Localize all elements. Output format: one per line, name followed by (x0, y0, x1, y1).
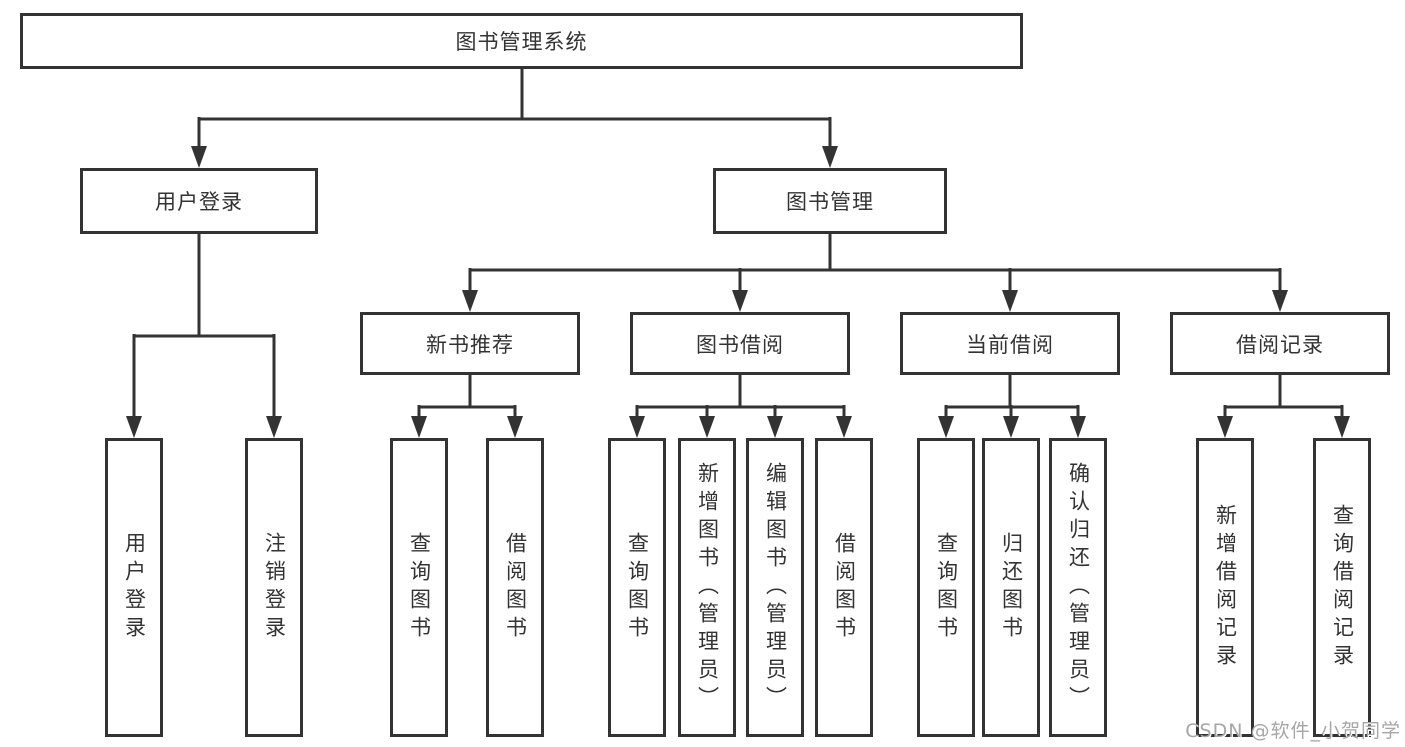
leaf-logout-label: 注销登录 (262, 531, 287, 644)
node-book-management: 图书管理 (713, 168, 947, 234)
leaf-query-books-current: 查询图书 (917, 438, 975, 737)
leaf-query-books-borrow-label: 查询图书 (625, 531, 650, 644)
node-borrowing-records-label: 借阅记录 (1236, 332, 1324, 357)
leaf-return-books: 归还图书 (982, 438, 1040, 737)
leaf-user-login-label: 用户登录 (122, 531, 147, 644)
leaf-query-borrow-record-label: 查询借阅记录 (1330, 503, 1355, 672)
leaf-logout: 注销登录 (245, 438, 303, 737)
leaf-edit-book-admin: 编辑图书（管理员） (746, 438, 804, 737)
leaf-user-login: 用户登录 (105, 438, 163, 737)
node-current-borrowing-label: 当前借阅 (966, 332, 1054, 357)
node-new-book-recommendation-label: 新书推荐 (426, 332, 514, 357)
leaf-edit-book-admin-label: 编辑图书（管理员） (763, 461, 788, 714)
node-book-management-label: 图书管理 (786, 190, 874, 214)
leaf-add-book-admin: 新增图书（管理员） (678, 438, 736, 737)
leaf-borrow-books-recommend: 借阅图书 (486, 438, 544, 737)
leaf-borrow-books-borrow-label: 借阅图书 (832, 531, 857, 644)
leaf-add-borrow-record: 新增借阅记录 (1196, 438, 1254, 737)
node-borrowing-records: 借阅记录 (1170, 312, 1390, 375)
leaf-borrow-books-recommend-label: 借阅图书 (503, 531, 528, 644)
node-book-borrowing: 图书借阅 (630, 312, 850, 375)
leaf-add-borrow-record-label: 新增借阅记录 (1213, 503, 1238, 672)
leaf-query-books-borrow: 查询图书 (608, 438, 666, 737)
node-root: 图书管理系统 (20, 13, 1023, 69)
node-book-borrowing-label: 图书借阅 (696, 332, 784, 357)
leaf-confirm-return-admin: 确认归还（管理员） (1049, 438, 1107, 737)
node-new-book-recommendation: 新书推荐 (360, 312, 580, 375)
leaf-add-book-admin-label: 新增图书（管理员） (695, 461, 720, 714)
watermark: CSDN @软件_小贺同学 (1185, 720, 1401, 742)
node-user-login: 用户登录 (80, 168, 318, 234)
leaf-return-books-label: 归还图书 (999, 531, 1024, 644)
leaf-query-books-recommend-label: 查询图书 (407, 531, 432, 644)
node-user-login-label: 用户登录 (155, 190, 243, 214)
leaf-query-books-current-label: 查询图书 (934, 531, 959, 644)
leaf-borrow-books-borrow: 借阅图书 (815, 438, 873, 737)
node-root-label: 图书管理系统 (455, 30, 588, 54)
leaf-query-borrow-record: 查询借阅记录 (1313, 438, 1371, 737)
leaf-confirm-return-admin-label: 确认归还（管理员） (1066, 461, 1091, 714)
node-current-borrowing: 当前借阅 (900, 312, 1120, 375)
leaf-query-books-recommend: 查询图书 (390, 438, 448, 737)
